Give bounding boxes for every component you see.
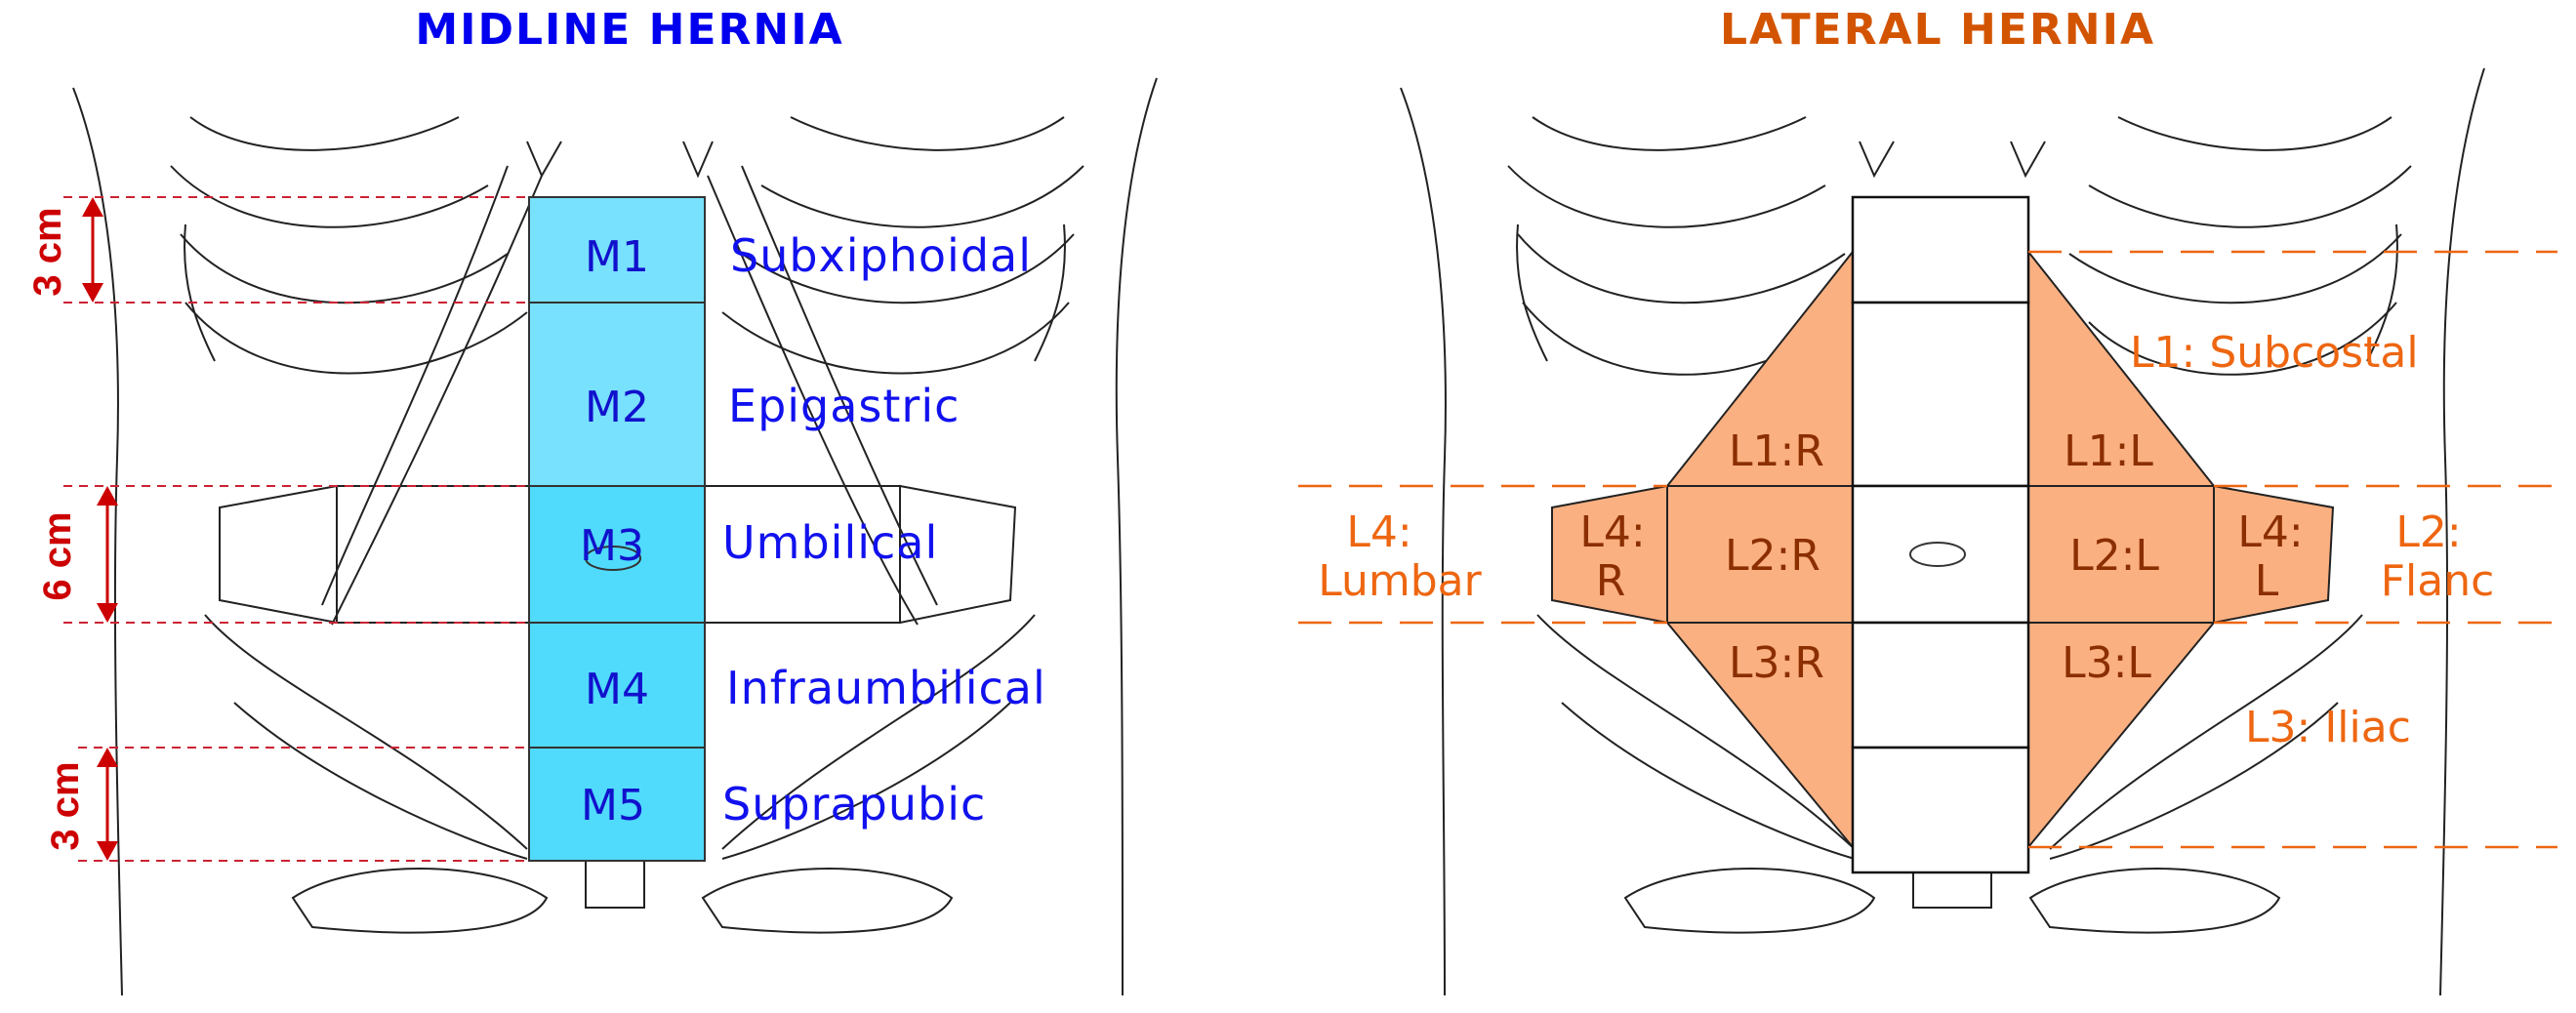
measure-label-top: 3 cm <box>26 207 69 296</box>
midline-panel: MIDLINE HERNIA <box>26 5 1158 996</box>
zone-l4l <box>2213 484 2335 625</box>
zone-label-l4l-bottom: L <box>2255 556 2279 606</box>
zone-l2l <box>2027 485 2215 624</box>
lateral-torso-outline <box>1400 67 2485 996</box>
zone-code-m3: M3 <box>580 521 644 571</box>
zone-code-m4: M4 <box>585 665 649 714</box>
zone-m2 <box>528 302 706 487</box>
lateral-title: LATERAL HERNIA <box>1720 5 2155 55</box>
lateral-midline-column <box>1851 195 2030 874</box>
zone-label-l2r: L2:R <box>1725 531 1820 581</box>
region-label-l2-top: L2: <box>2395 507 2461 557</box>
zone-label-l4l-top: L4: <box>2237 507 2303 557</box>
lateral-level-lines <box>1298 250 2567 849</box>
region-label-l3: L3: Iliac <box>2245 703 2411 752</box>
zone-label-l2l: L2:L <box>2069 531 2159 581</box>
midline-level-lines <box>63 196 529 862</box>
zone-m1 <box>528 196 706 304</box>
zone-name-m3: Umbilical <box>722 516 938 569</box>
zone-code-m2: M2 <box>585 383 649 432</box>
region-label-l4-top: L4: <box>1346 507 1411 557</box>
midline-title: MIDLINE HERNIA <box>415 5 843 55</box>
region-label-l1: L1: Subcostal <box>2130 328 2419 378</box>
region-label-l4-bottom: Lumbar <box>1318 556 1482 606</box>
zone-name-m4: Infraumbilical <box>726 662 1046 714</box>
measurement-arrows <box>82 197 118 861</box>
zone-name-m5: Suprapubic <box>722 778 986 831</box>
zone-l2r <box>1666 485 1854 624</box>
zone-label-l4r-top: L4: <box>1579 507 1645 557</box>
zone-label-l3l: L3:L <box>2062 638 2151 688</box>
zone-label-l3r: L3:R <box>1729 638 1824 688</box>
lateral-zones <box>1551 249 2335 850</box>
lateral-panel: LATERAL HERNIA <box>1298 5 2567 996</box>
umbilicus <box>585 546 641 571</box>
zone-label-l1l: L1:L <box>2064 426 2153 476</box>
zone-m3 <box>528 485 706 624</box>
zone-code-m1: M1 <box>585 232 649 282</box>
measure-label-bottom: 3 cm <box>44 761 87 850</box>
measure-label-middle: 6 cm <box>36 511 79 600</box>
zone-name-m2: Epigastric <box>728 380 960 432</box>
midline-torso-outline <box>72 77 1158 996</box>
zone-code-m5: M5 <box>581 781 645 831</box>
zone-name-m1: Subxiphoidal <box>730 229 1032 282</box>
zone-m5 <box>528 747 706 862</box>
zone-label-l1r: L1:R <box>1729 426 1824 476</box>
region-label-l2-bottom: Flanc <box>2381 556 2495 606</box>
zone-label-l4r-bottom: R <box>1596 556 1626 606</box>
midline-zones <box>528 196 706 862</box>
